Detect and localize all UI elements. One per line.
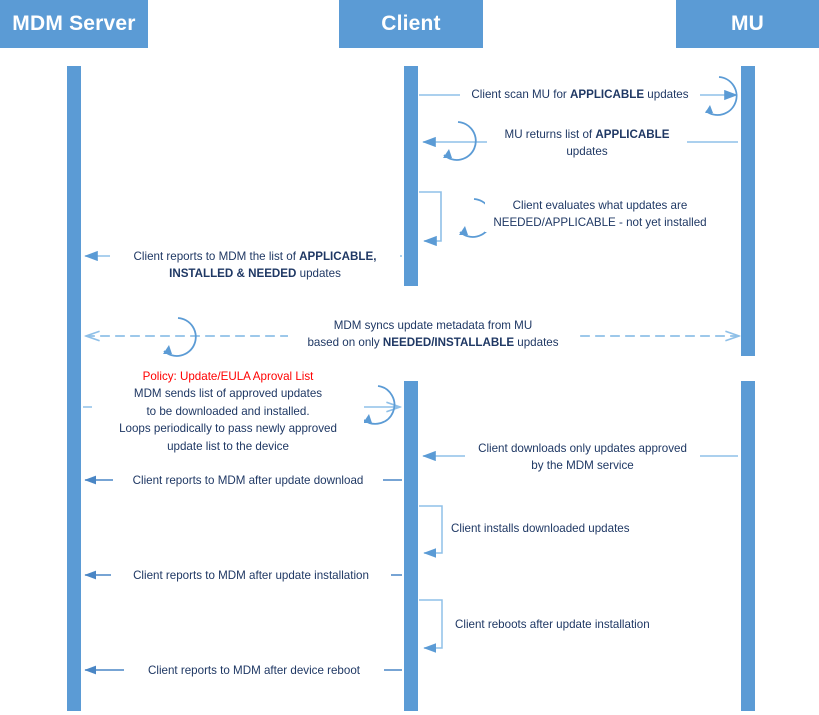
message-label-m2: MU returns list of APPLICABLE updates [487, 126, 687, 161]
m4-text-emphasis-2: INSTALLED & NEEDED [169, 267, 297, 281]
m3-text-line-1: Client evaluates what updates are [512, 199, 688, 212]
message-label-m10: Client reports to MDM after update insta… [111, 568, 391, 585]
arrow-m9-client-self [419, 505, 443, 558]
lifeline-client-lower [404, 381, 418, 711]
m4-text-part-2: updates [296, 267, 341, 281]
message-label-m7: Client downloads only updates approved by… [465, 440, 700, 475]
m3-text-line-2: NEEDED/APPLICABLE - not yet installed [493, 216, 707, 230]
message-label-m1: Client scan MU for APPLICABLE updates [460, 87, 700, 104]
actor-header-client[interactable]: Client [339, 0, 483, 48]
message-label-m5: MDM syncs update metadata from MU based o… [288, 317, 578, 352]
m10-text: Client reports to MDM after update insta… [133, 569, 369, 582]
loop-icon-m2 [443, 121, 477, 161]
lifeline-client-upper [404, 66, 418, 286]
m1-text-part-1: Client scan MU for [471, 88, 570, 101]
message-label-m8: Client reports to MDM after update downl… [113, 473, 383, 490]
m5-text-emphasis: NEEDED/INSTALLABLE [382, 336, 515, 350]
loop-icon-m6 [363, 385, 396, 425]
m5-text-line-1: MDM syncs update metadata from MU [333, 319, 533, 332]
m8-text: Client reports to MDM after update downl… [132, 474, 364, 487]
m7-text-line-1: Client downloads only updates approved [478, 442, 687, 455]
actor-header-mdm-server[interactable]: MDM Server [0, 0, 148, 48]
m11-text: Client reboots after update installation [455, 618, 650, 631]
m2-text-part-2: updates [566, 145, 608, 159]
actor-label-client: Client [381, 12, 441, 35]
loop-icon-m1 [705, 76, 738, 116]
arrow-m11-client-self [419, 599, 443, 653]
loop-icon-m5 [163, 317, 197, 357]
m4-text-part-1: Client reports to MDM the list of [133, 250, 300, 263]
m1-text-emphasis: APPLICABLE [570, 88, 645, 101]
actor-header-mu[interactable]: MU [676, 0, 819, 48]
m5-text-part-2: updates [514, 336, 559, 350]
m1-text-part-2: updates [644, 88, 689, 101]
lifeline-mdm-server [67, 66, 81, 711]
m6-text-line-2: to be downloaded and installed. [146, 404, 310, 418]
m5-text-part-1: based on only [307, 336, 383, 350]
m2-text-emphasis: APPLICABLE [595, 128, 670, 141]
message-label-m11: Client reboots after update installation [452, 617, 672, 634]
arrow-m3-client-self [419, 191, 442, 247]
message-label-m12: Client reports to MDM after device reboo… [124, 663, 384, 680]
actor-label-mu: MU [730, 12, 765, 35]
m6-policy-text: Policy: Update/EULA Aproval List [142, 370, 314, 383]
message-label-m9: Client installs downloaded updates [448, 521, 648, 538]
m9-text: Client installs downloaded updates [451, 522, 630, 535]
m6-text-line-4: update list to the device [167, 439, 289, 453]
lifeline-mu-lower [741, 381, 755, 711]
m2-text-part-1: MU returns list of [504, 128, 596, 141]
m4-text-emphasis-1: APPLICABLE, [299, 250, 377, 263]
m6-text-line-3: Loops periodically to pass newly approve… [119, 422, 337, 436]
m7-text-line-2: by the MDM service [531, 459, 634, 473]
lifeline-mu-upper [741, 66, 755, 356]
message-label-m4: Client reports to MDM the list of APPLIC… [110, 248, 400, 283]
m12-text: Client reports to MDM after device reboo… [148, 664, 360, 677]
actor-label-mdm-server: MDM Server [12, 12, 136, 35]
m6-text-line-1: MDM sends list of approved updates [133, 387, 323, 401]
